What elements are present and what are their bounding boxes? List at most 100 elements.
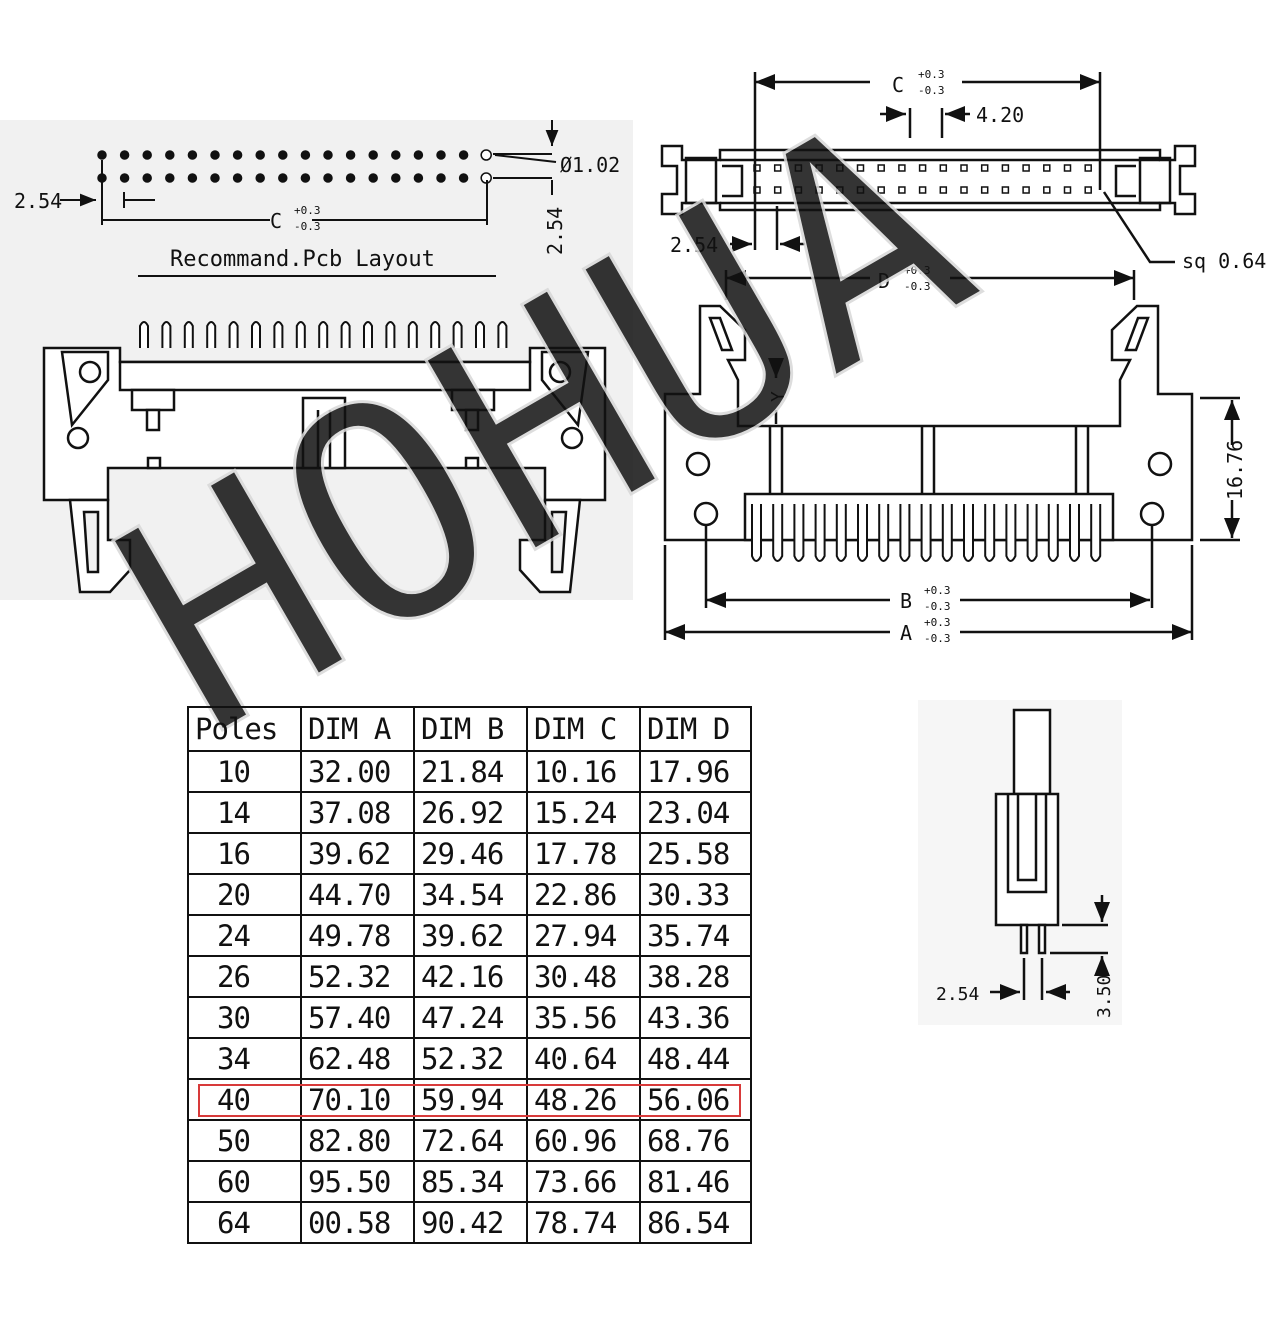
header-poles: Poles <box>187 706 302 752</box>
pcb-hole <box>413 150 424 160</box>
pcb-hole <box>119 150 130 160</box>
side-view <box>990 708 1110 1000</box>
pcb-layout <box>60 120 559 277</box>
pcb-hole <box>436 173 446 183</box>
cell-dim-d: 17.96 <box>639 750 752 793</box>
pin-square <box>773 164 782 172</box>
pcb-layout-title: Recommand.Pcb Layout <box>170 247 435 272</box>
cell-poles: 64 <box>187 1201 302 1244</box>
front-height: 16.76 <box>1223 440 1247 500</box>
cell-dim-b: 26.92 <box>413 791 528 834</box>
front-pin <box>984 504 996 562</box>
pcb-hole <box>323 173 333 183</box>
header-pin <box>251 321 261 348</box>
cell-dim-a: 62.48 <box>300 1037 415 1080</box>
cell-dim-c: 15.24 <box>526 791 641 834</box>
cell-dim-a: 37.08 <box>300 791 415 834</box>
header-pin <box>273 321 284 348</box>
header-pin <box>206 321 217 348</box>
header-dim-a: DIM A <box>300 706 415 752</box>
front-pin <box>1047 504 1059 562</box>
pcb-hole <box>119 173 130 183</box>
pin-square <box>1043 164 1051 172</box>
pin-square <box>939 186 948 194</box>
header-dim-b: DIM B <box>413 706 528 752</box>
cell-poles: 16 <box>187 832 302 875</box>
pcb-hole <box>300 173 311 183</box>
cell-dim-d: 25.58 <box>639 832 752 875</box>
pcb-hole <box>458 150 469 160</box>
cell-dim-b: 29.46 <box>413 832 528 875</box>
front-pin <box>751 504 762 562</box>
front-pin <box>793 504 805 562</box>
pcb-pitch-right: 2.54 <box>543 207 567 255</box>
front-b-tol-plus: +0.3 <box>924 584 951 597</box>
cell-dim-d: 86.54 <box>639 1201 752 1244</box>
front-b-label: B <box>900 589 912 613</box>
side-pin-length: 3.50 <box>1094 975 1115 1018</box>
header-pin <box>475 321 485 348</box>
front-pin <box>1069 504 1080 562</box>
cell-poles: 50 <box>187 1119 302 1162</box>
front-pin <box>835 504 847 562</box>
pcb-hole <box>97 150 107 160</box>
pcb-c-label: C <box>270 209 282 233</box>
front-pin <box>1026 504 1038 562</box>
pcb-hole <box>458 173 469 183</box>
cell-dim-b: 72.64 <box>413 1119 528 1162</box>
cell-dim-a: 57.40 <box>300 996 415 1039</box>
top-pin-size: sq 0.64 <box>1182 249 1266 273</box>
front-d-tol-minus: -0.3 <box>904 280 931 293</box>
cell-dim-b: 21.84 <box>413 750 528 793</box>
front-pin <box>878 504 890 562</box>
front-pin <box>814 504 826 562</box>
pcb-pitch-left: 2.54 <box>14 189 62 213</box>
cell-dim-b: 90.42 <box>413 1201 528 1244</box>
pcb-hole <box>187 150 198 160</box>
pcb-hole <box>413 173 424 183</box>
header-pin <box>139 321 149 348</box>
front-pin <box>899 504 911 562</box>
pcb-hole <box>278 173 288 183</box>
header-pin <box>497 321 508 348</box>
pin-square <box>815 186 823 194</box>
header-pin <box>385 321 396 348</box>
front-pin <box>963 504 974 562</box>
pcb-hole <box>436 150 446 160</box>
cell-poles: 20 <box>187 873 302 916</box>
pin-square <box>960 164 968 172</box>
cell-dim-a: 82.80 <box>300 1119 415 1162</box>
pcb-c-tol-plus: +0.3 <box>294 204 321 217</box>
cell-dim-d: 35.74 <box>639 914 752 957</box>
pin-square <box>1084 186 1092 194</box>
pcb-hole <box>232 150 243 160</box>
cell-dim-c: 60.96 <box>526 1119 641 1162</box>
pcb-hole <box>345 150 356 160</box>
pcb-hole <box>210 173 220 183</box>
cell-dim-b: 47.24 <box>413 996 528 1039</box>
pcb-hole <box>255 150 265 160</box>
table-header-row: Poles DIM A DIM B DIM C DIM D <box>187 706 752 752</box>
front-view <box>663 270 1240 640</box>
pin-square <box>1043 186 1051 194</box>
pcb-hole <box>210 150 220 160</box>
cell-dim-a: 49.78 <box>300 914 415 957</box>
cell-dim-d: 48.44 <box>639 1037 752 1080</box>
pcb-hole-diameter: Ø1.02 <box>560 153 620 177</box>
header-pin <box>295 321 306 348</box>
cell-dim-a: 32.00 <box>300 750 415 793</box>
top-c-label: C <box>892 73 904 97</box>
front-pin <box>772 504 784 562</box>
pcb-hole <box>368 173 378 183</box>
cell-dim-c: 10.16 <box>526 750 641 793</box>
cell-poles: 14 <box>187 791 302 834</box>
header-pin <box>228 321 239 348</box>
